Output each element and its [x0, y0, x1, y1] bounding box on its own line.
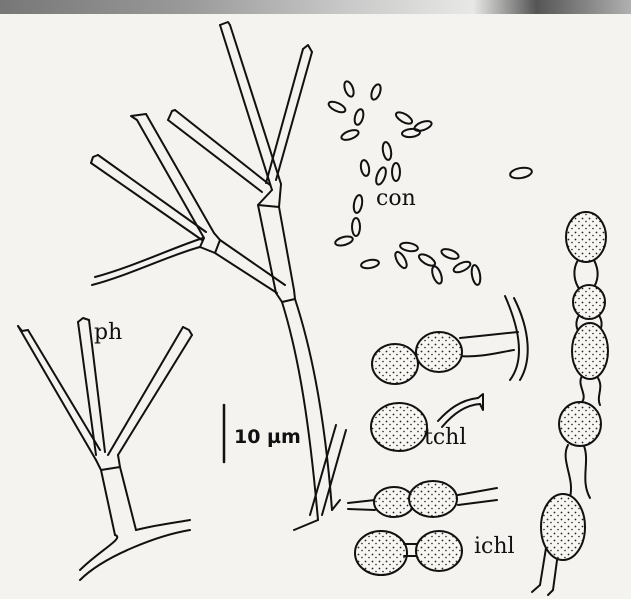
- label-intercalary-chlamydospores: ichl: [474, 536, 515, 558]
- scale-bar-label: 10 µm: [234, 428, 301, 447]
- label-conidia: con: [376, 188, 416, 210]
- label-terminal-chlamydospores: tchl: [424, 427, 466, 449]
- conidiophore-small: [18, 318, 192, 580]
- chlamydospore-chain: [532, 212, 608, 595]
- label-phialides: ph: [94, 322, 122, 344]
- conidiophore-main: [91, 22, 346, 530]
- conidia-cluster: [327, 80, 533, 285]
- intercalary-chlamydospores: [348, 481, 497, 575]
